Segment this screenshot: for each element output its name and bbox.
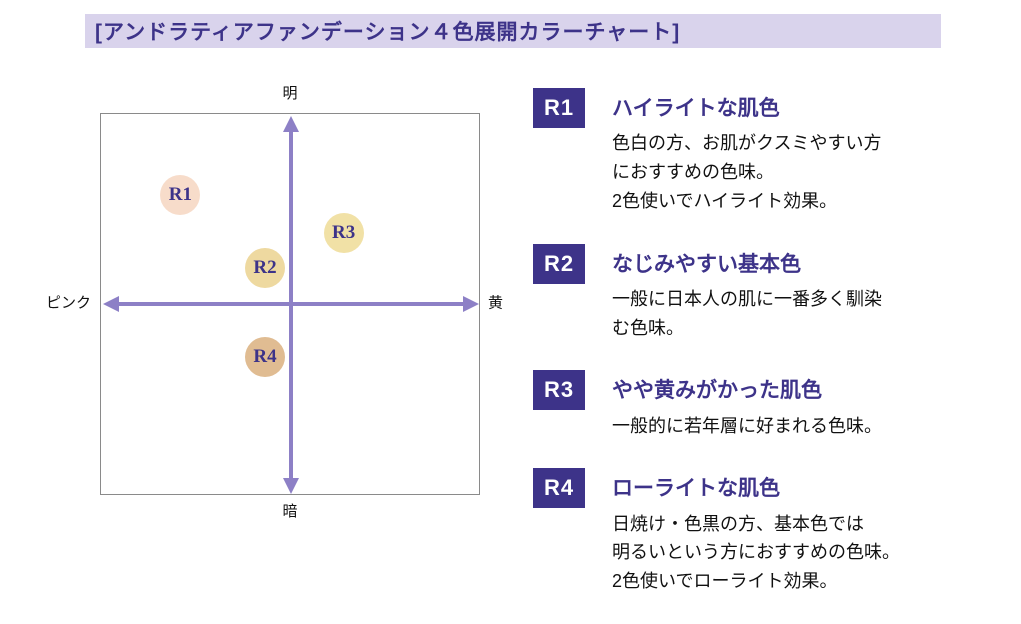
legend-content: ローライトな肌色 日焼け・色黒の方、基本色では 明るいという方におすすめの色味。… [612,468,900,596]
legend: R1 ハイライトな肌色 色白の方、お肌がクスミやすい方 におすすめの色味。 2色… [533,88,1008,624]
legend-item-r1: R1 ハイライトな肌色 色白の方、お肌がクスミやすい方 におすすめの色味。 2色… [533,88,1008,216]
page-title: [アンドラティアファンデーション４色展開カラーチャート] [95,21,681,44]
chart-point-r1: R1 [160,174,201,215]
legend-body-r1: 色白の方、お肌がクスミやすい方 におすすめの色味。 2色使いでハイライト効果。 [612,133,882,211]
legend-item-r3: R3 やや黄みがかった肌色 一般的に若年層に好まれる色味。 [533,370,1008,440]
legend-content: なじみやすい基本色 一般に日本人の肌に一番多く馴染 む色味。 [612,244,882,343]
legend-body-r4: 日焼け・色黒の方、基本色では 明るいという方におすすめの色味。 2色使いでローラ… [612,513,900,592]
legend-content: やや黄みがかった肌色 一般的に若年層に好まれる色味。 [612,370,882,440]
r4-badge: R4 [533,468,585,509]
axis-arrows [103,116,479,494]
legend-heading-r3: やや黄みがかった肌色 [612,379,822,403]
r1-badge: R1 [533,88,585,128]
legend-item-r2: R2 なじみやすい基本色 一般に日本人の肌に一番多く馴染 む色味。 [533,243,1008,343]
axis-label-bright: 明 [282,85,298,102]
legend-item-r4: R4 ローライトな肌色 日焼け・色黒の方、基本色では 明るいという方におすすめの… [533,468,1008,596]
arrow-up-icon [283,116,299,132]
r2-badge: R2 [533,243,585,284]
chart-point-r3: R3 [323,212,364,253]
axis-label-pink: ピンク [45,294,91,312]
r3-badge: R3 [533,370,585,411]
arrow-left-icon [103,296,119,312]
arrow-right-icon [463,296,479,312]
legend-heading-r2: なじみやすい基本色 [612,252,801,276]
legend-body-r2: 一般に日本人の肌に一番多く馴染 む色味。 [612,288,882,338]
chart-point-r2: R2 [245,248,286,289]
legend-content: ハイライトな肌色 色白の方、お肌がクスミやすい方 におすすめの色味。 2色使いで… [612,88,881,216]
chart-point-r4: R4 [245,336,286,377]
chart-title-banner: [アンドラティアファンデーション４色展開カラーチャート] [85,14,941,48]
axis-label-dark: 暗 [282,503,298,520]
legend-heading-r1: ハイライトな肌色 [612,97,780,120]
arrow-down-icon [283,478,299,494]
legend-heading-r4: ローライトな肌色 [612,477,780,501]
legend-body-r3: 一般的に若年層に好まれる色味。 [612,415,882,436]
axis-label-yellow: 黄 [488,294,504,312]
